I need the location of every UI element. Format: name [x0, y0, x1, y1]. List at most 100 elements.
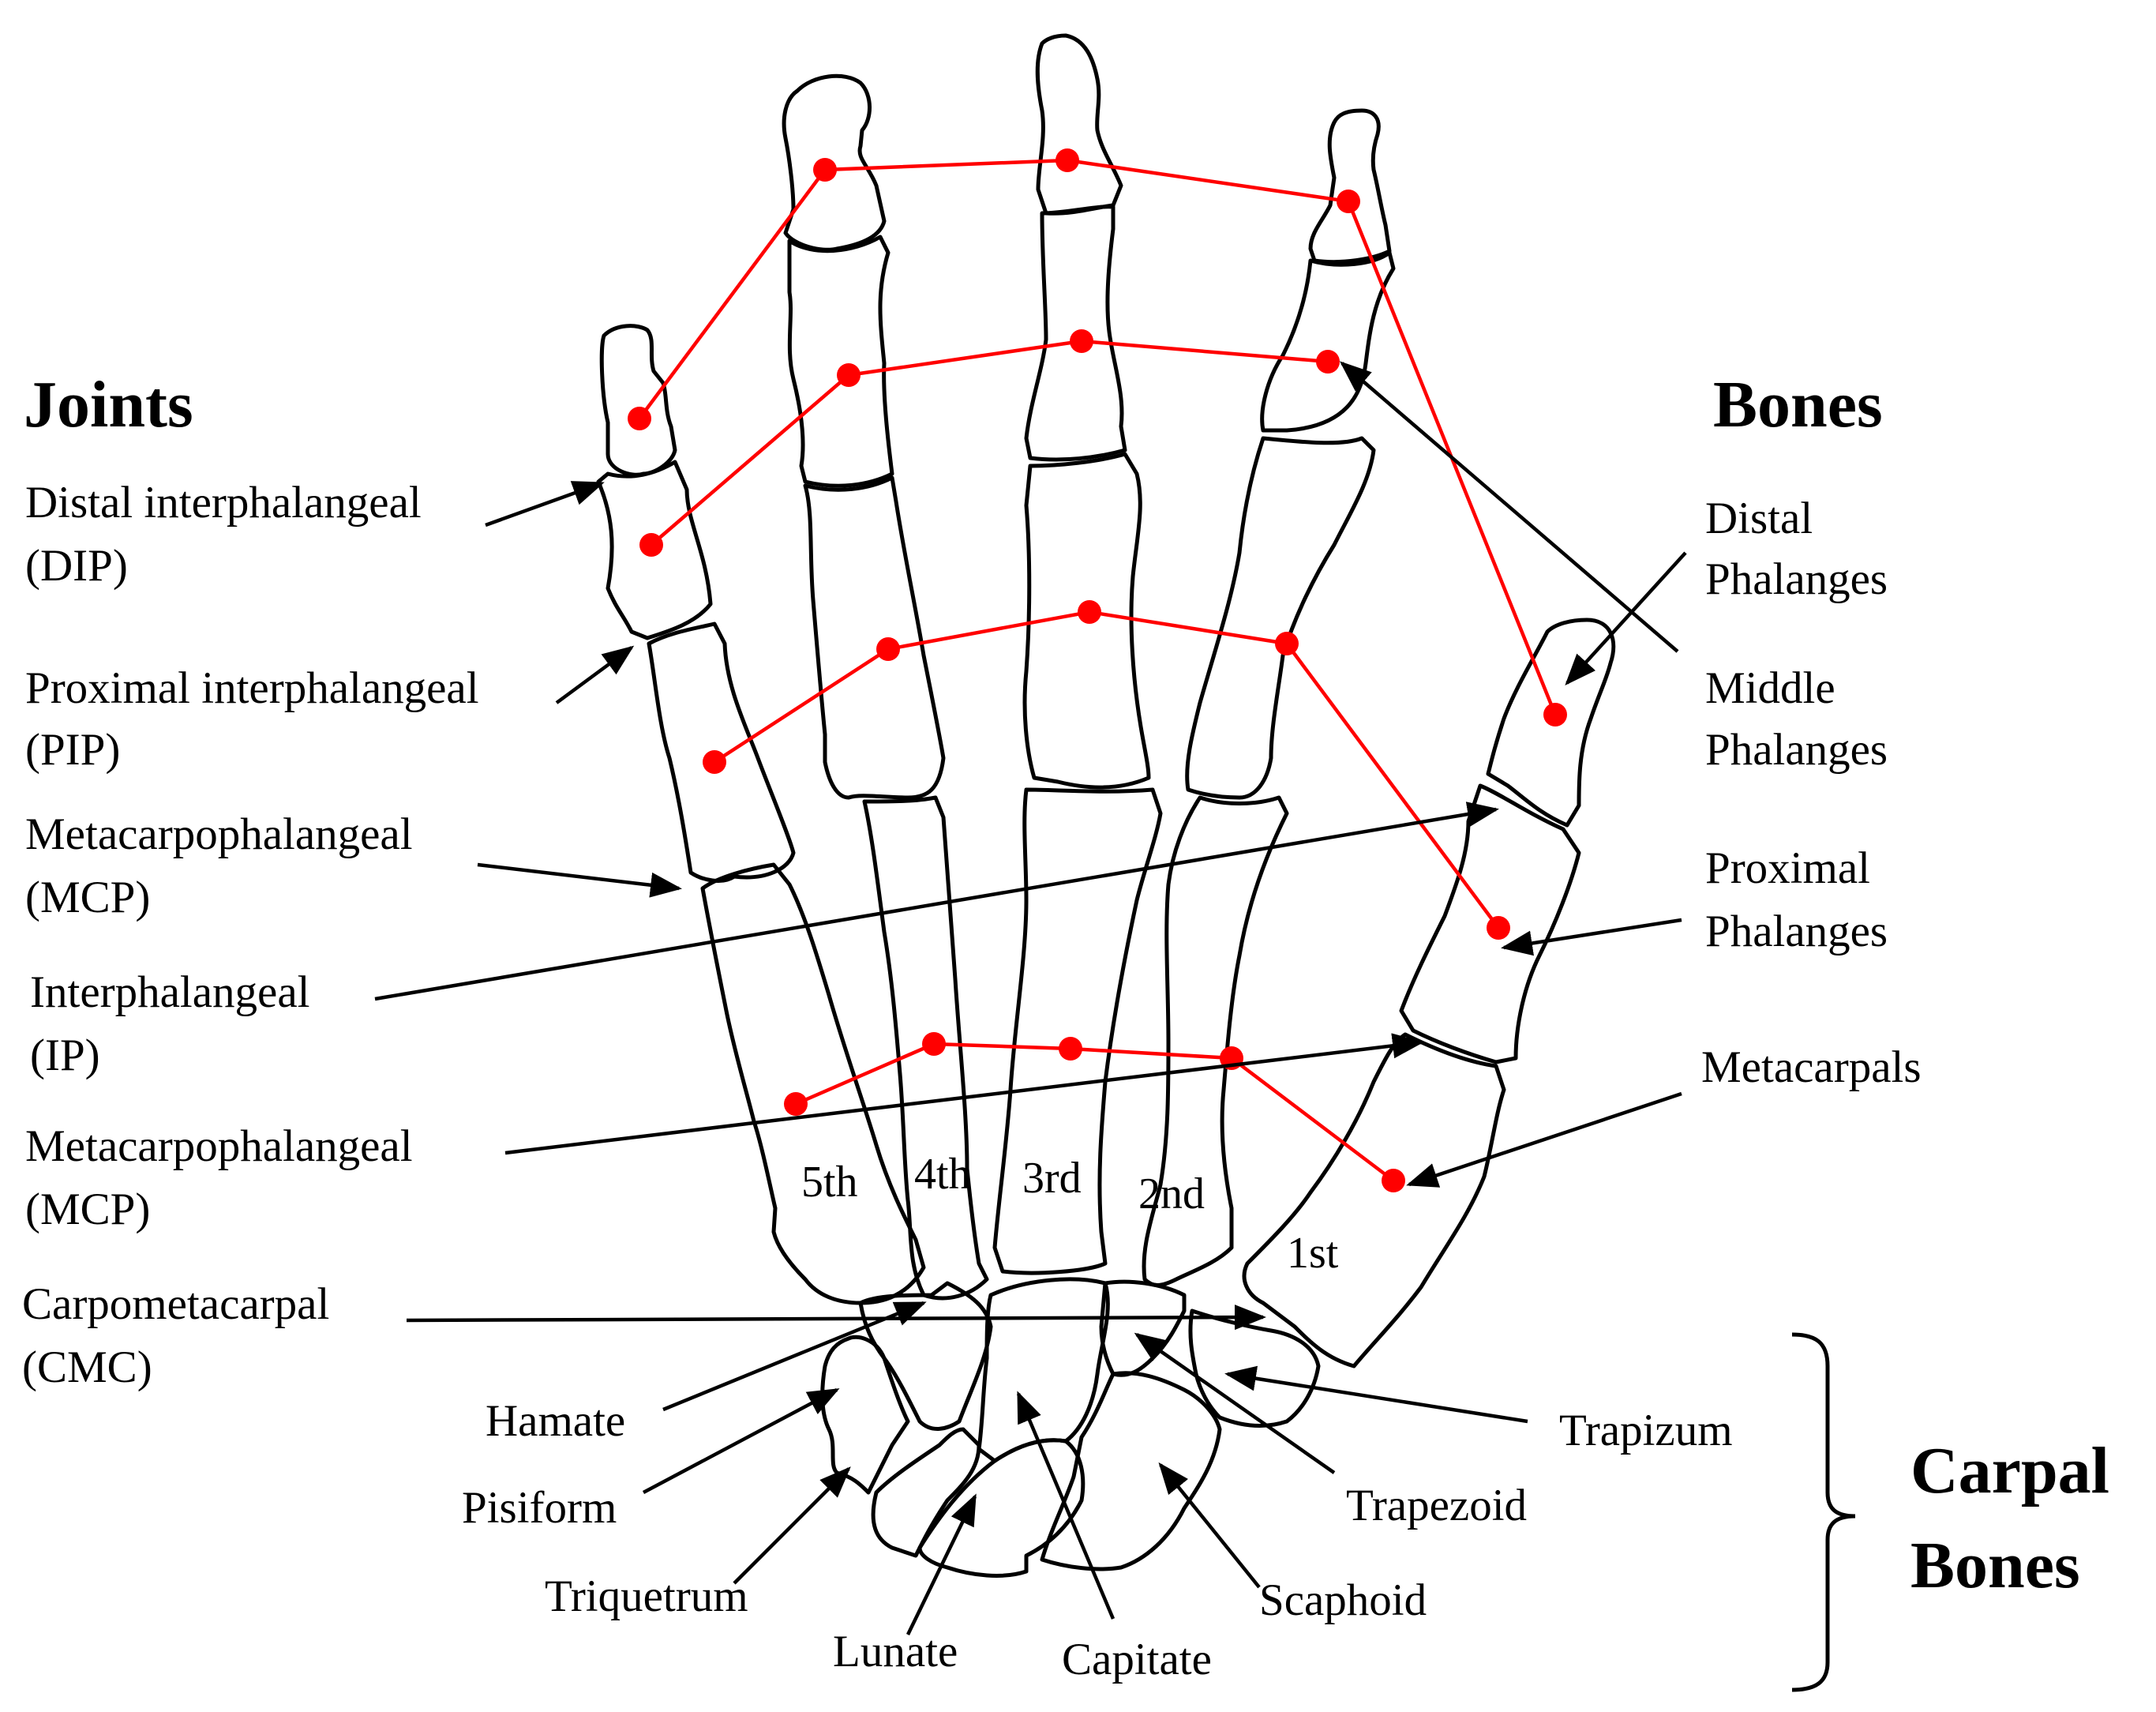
carpal-bones-heading-line2: Bones [1910, 1529, 2080, 1602]
index-middle-phalanx [1260, 250, 1396, 433]
pip-abbr: (PIP) [25, 725, 120, 775]
arrow-lunate [906, 1493, 977, 1635]
joint-dot [1275, 632, 1299, 655]
trapezoid-label: Trapezoid [1346, 1481, 1527, 1530]
index-distal-phalanx [1308, 108, 1392, 265]
pinky-distal-phalanx [599, 324, 677, 477]
headings: Joints Bones Carpal Bones [24, 368, 2109, 1602]
scaphoid-label: Scaphoid [1259, 1575, 1427, 1625]
mcp-finger-label: Metacarpophalangeal [25, 809, 413, 859]
metacarpal-3rd-label: 3rd [1022, 1154, 1082, 1203]
joint-dot [1059, 1037, 1082, 1061]
pisiform-label: Pisiform [462, 1483, 617, 1533]
joint-dot [1337, 190, 1360, 213]
first-metacarpal [1242, 1032, 1506, 1368]
joint-dot [837, 363, 861, 387]
bones-heading: Bones [1713, 368, 1883, 441]
middle-phalanges-label-2: Phalanges [1705, 725, 1888, 775]
dip-label: Distal interphalangeal [25, 478, 422, 527]
second-metacarpal [1142, 795, 1289, 1287]
arrow-dip [485, 481, 605, 527]
pisiform-bone [820, 1335, 910, 1495]
cmc-abbr: (CMC) [22, 1342, 152, 1392]
arrow-middle-phalanges [1339, 361, 1679, 653]
joint-dot [1543, 703, 1567, 726]
arrow-trapezoid [1134, 1332, 1336, 1474]
metacarpal-4th-label: 4th [914, 1150, 971, 1199]
middle-proximal-phalanx [1022, 452, 1151, 790]
ip-label: Interphalangeal [30, 967, 309, 1017]
pip-joint-line [650, 339, 1329, 546]
distal-phalanges-label-2: Phalanges [1705, 554, 1888, 604]
joint-dot [703, 750, 726, 774]
mcp-thumb-label: Metacarpophalangeal [25, 1121, 413, 1171]
metacarpal-2nd-label: 2nd [1138, 1169, 1205, 1218]
carpal-bracket [1791, 1332, 1856, 1692]
carpal-bones-heading-line1: Carpal [1910, 1434, 2109, 1507]
arrow-pisiform [642, 1388, 840, 1494]
arrow-trapizum [1224, 1365, 1528, 1424]
joint-markers [628, 148, 1567, 1192]
arrow-mcp-finger [477, 862, 682, 898]
joints-heading: Joints [24, 368, 193, 441]
hamate-label: Hamate [486, 1396, 625, 1446]
triquetrum-bone [871, 1427, 981, 1558]
triquetrum-label: Triquetrum [545, 1571, 748, 1621]
pip-label: Proximal interphalangeal [25, 663, 479, 713]
proximal-phalanges-label-2: Phalanges [1705, 907, 1888, 956]
mcp-finger-joint-line [713, 610, 1500, 929]
capitate-bone [977, 1277, 1110, 1463]
joint-dot [1078, 600, 1101, 624]
metacarpal-5th-label: 5th [801, 1158, 858, 1207]
ring-proximal-phalanx [803, 475, 946, 800]
proximal-phalanges-label-1: Proximal [1705, 843, 1870, 893]
pinky-middle-phalanx [596, 460, 713, 640]
joint-dot [628, 407, 651, 430]
arrow-triquetrum [733, 1466, 851, 1585]
joint-dot [1056, 148, 1079, 172]
ring-distal-phalanx [782, 73, 887, 252]
pinky-proximal-phalanx [647, 621, 796, 883]
mcp-knuckle-joint-line [795, 1042, 1395, 1182]
middle-phalanges-label-1: Middle [1705, 663, 1835, 713]
distal-phalanges-label-1: Distal [1705, 494, 1813, 543]
joint-dot [813, 158, 837, 182]
ip-abbr: (IP) [30, 1031, 100, 1080]
joint-dot [639, 533, 663, 557]
fifth-metacarpal [700, 862, 926, 1305]
middle-middle-phalanx [1024, 205, 1127, 462]
arrow-capitate [1016, 1391, 1115, 1620]
arrow-scaphoid [1158, 1462, 1261, 1589]
arrow-hamate [662, 1301, 927, 1412]
joint-dot [922, 1032, 946, 1056]
arrow-ip [374, 802, 1499, 1001]
scaphoid-bone [1040, 1371, 1222, 1571]
leader-arrows [374, 361, 1856, 1692]
joint-dot [1070, 329, 1093, 353]
joint-labels: Distal interphalangeal (DIP) Proximal in… [22, 478, 479, 1392]
joint-dot [1316, 350, 1340, 374]
joint-dot [876, 637, 900, 661]
index-proximal-phalanx [1185, 436, 1376, 800]
trapezium-bone [1188, 1308, 1321, 1428]
arrow-distal-phalanges [1565, 551, 1687, 685]
middle-distal-phalanx [1035, 33, 1123, 216]
arrow-metacarpals [1406, 1091, 1682, 1188]
mcp-thumb-abbr: (MCP) [25, 1185, 150, 1234]
carpal-labels: Hamate Pisiform Triquetrum Lunate Capita… [462, 1396, 1733, 1684]
ring-middle-phalanx [787, 235, 894, 488]
bone-outlines [596, 33, 1616, 1578]
metacarpal-numbers: 5th 4th 3rd 2nd 1st [801, 1150, 1339, 1278]
lunate-bone [917, 1438, 1085, 1578]
trapizum-label: Trapizum [1559, 1406, 1733, 1455]
capitate-label: Capitate [1062, 1635, 1212, 1684]
arrow-cmc [406, 1305, 1266, 1331]
thumb-proximal-phalanx [1399, 783, 1581, 1064]
joint-dot [1382, 1169, 1405, 1192]
arrow-mcp-thumb [504, 1033, 1424, 1155]
thumb-distal-phalanx [1486, 618, 1616, 828]
metacarpal-1st-label: 1st [1287, 1229, 1339, 1278]
bone-labels: Distal Phalanges Middle Phalanges Proxim… [1701, 494, 1922, 1092]
joint-dot [784, 1092, 808, 1116]
